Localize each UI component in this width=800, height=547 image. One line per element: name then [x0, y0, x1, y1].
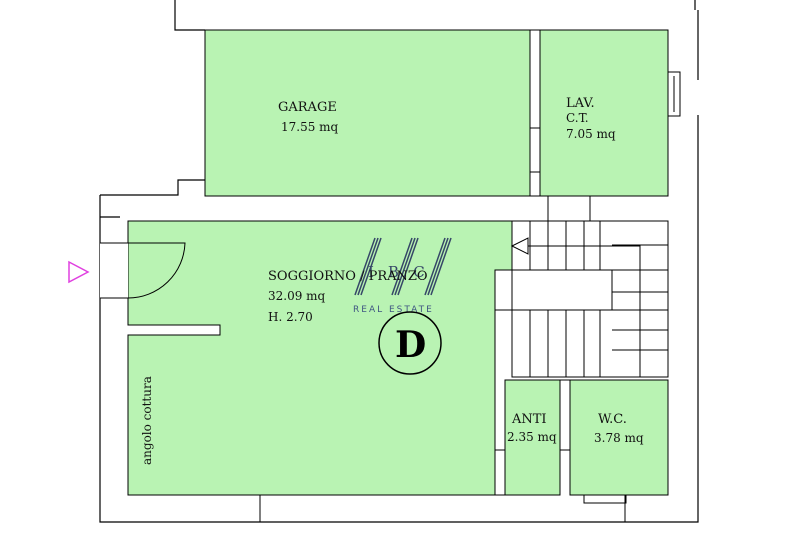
entry-door-swing [127, 242, 186, 299]
section-marker [378, 311, 442, 375]
ibc-logo: IBC REAL ESTATE [353, 237, 452, 315]
logo-letters: IBC [368, 263, 439, 281]
garage-room [204, 29, 531, 197]
lav-name: LAV. [566, 96, 595, 111]
garage-area: 17.55 mq [281, 120, 339, 134]
wc-area: 3.78 mq [594, 431, 644, 445]
outer-walls [99, 0, 699, 523]
section-marker-letter: D [395, 324, 426, 366]
soggiorno-area: 32.09 mq [268, 289, 326, 303]
staircase [495, 196, 669, 378]
anti-room [504, 379, 561, 496]
lav-ct-room [539, 29, 669, 197]
window-wc [583, 494, 627, 504]
entry-arrow-icon [68, 260, 90, 284]
wc-room [569, 379, 669, 496]
kitchen-label: angolo cottura [140, 376, 154, 465]
stair-arrow-icon [510, 237, 529, 255]
soggiorno-name: SOGGIORNO / PRANZO [268, 269, 428, 284]
lav-area: 7.05 mq [566, 127, 616, 141]
anti-area: 2.35 mq [507, 430, 557, 444]
anti-name: ANTI [511, 412, 547, 427]
soggiorno-room [127, 220, 513, 496]
logo-subtitle: REAL ESTATE [353, 305, 434, 315]
ct-name: C.T. [566, 111, 589, 125]
wc-name: W.C. [598, 412, 627, 427]
garage-name: GARAGE [278, 100, 337, 115]
soggiorno-height: H. 2.70 [268, 310, 313, 324]
